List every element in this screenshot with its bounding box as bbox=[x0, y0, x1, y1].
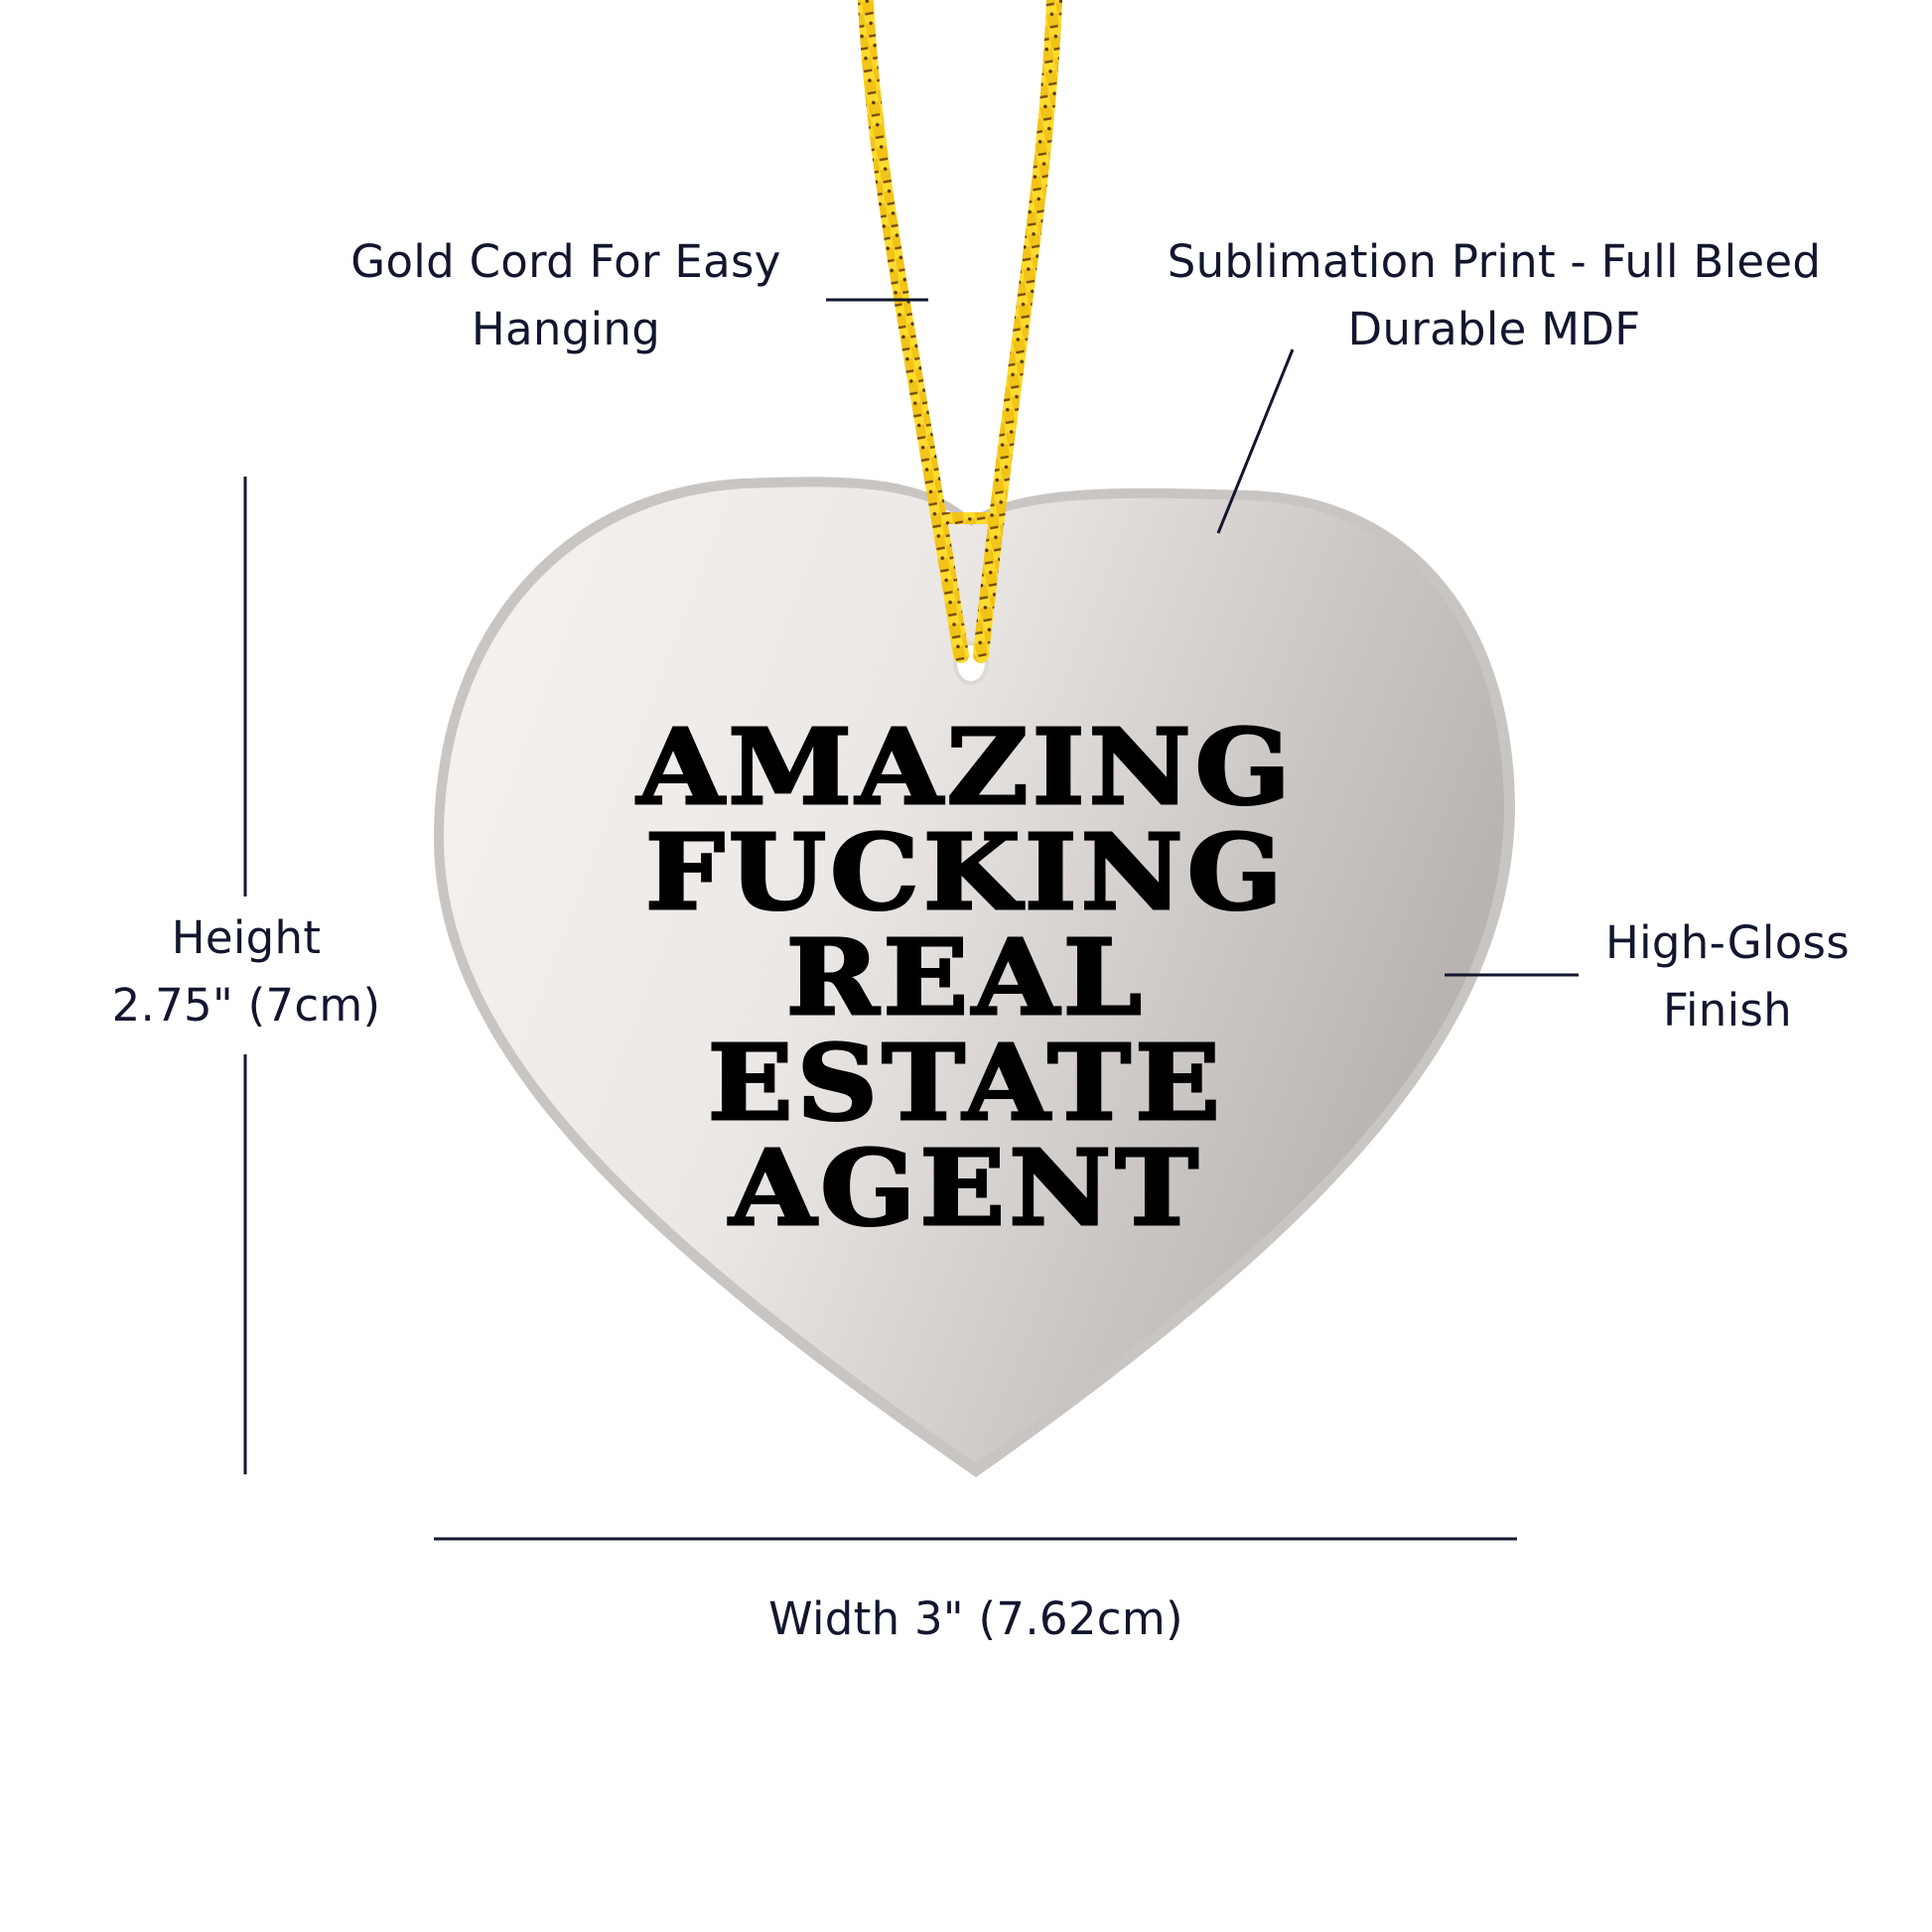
callout-text: Gold Cord For Easy bbox=[350, 235, 781, 288]
slogan-line: FUCKING bbox=[643, 811, 1288, 933]
cord-callout: Gold Cord For Easy Hanging bbox=[350, 228, 780, 363]
slogan-line: ESTATE bbox=[706, 1022, 1225, 1144]
callout-text: 2.75" (7cm) bbox=[111, 979, 381, 1032]
callout-text: Sublimation Print - Full Bleed bbox=[1167, 235, 1822, 288]
width-dimension-label: Width 3" (7.62cm) bbox=[768, 1586, 1183, 1653]
slogan-line: AMAZING bbox=[635, 706, 1295, 828]
callout-text: Hanging bbox=[471, 303, 661, 355]
callout-text: High-Gloss bbox=[1604, 916, 1851, 969]
print-leader-line bbox=[1216, 348, 1295, 534]
callout-text: Width 3" (7.62cm) bbox=[768, 1592, 1183, 1645]
slogan-line: AGENT bbox=[728, 1127, 1203, 1249]
height-dimension-label: Height 2.75" (7cm) bbox=[112, 904, 381, 1039]
finish-callout: High-Gloss Finish bbox=[1605, 909, 1850, 1044]
heart-ornament bbox=[443, 486, 1504, 1463]
callout-text: Height bbox=[171, 911, 322, 964]
callout-text: Durable MDF bbox=[1347, 303, 1641, 355]
ornament-slogan: AMAZING FUCKING REAL ESTATE AGENT bbox=[635, 713, 1292, 1242]
print-callout: Sublimation Print - Full Bleed Durable M… bbox=[1168, 228, 1822, 363]
callout-text: Finish bbox=[1663, 984, 1792, 1036]
gold-cord-icon bbox=[858, 0, 1062, 663]
slogan-line: REAL bbox=[784, 916, 1147, 1038]
leader-lines bbox=[243, 298, 1579, 1541]
